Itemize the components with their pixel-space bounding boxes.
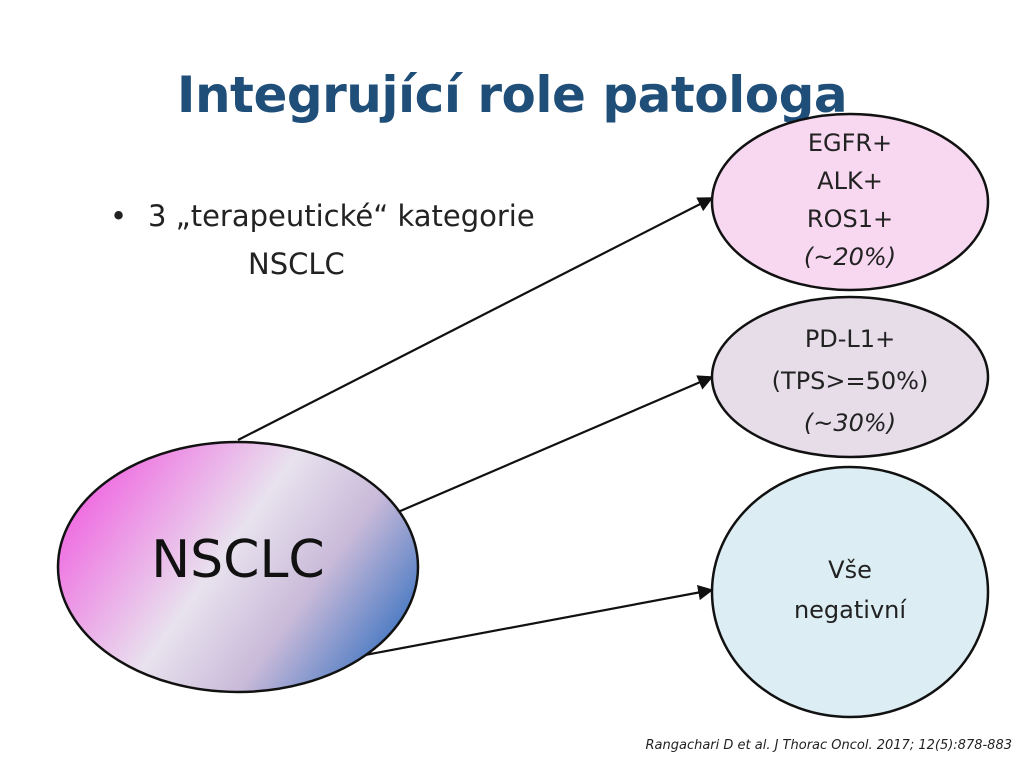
- node-egfr-text: EGFR+ ALK+ ROS1+ (~20%): [712, 124, 988, 276]
- node-nsclc-label: NSCLC: [151, 530, 325, 590]
- arrow-to-negative: [364, 584, 714, 657]
- arrow-to-egfr: [237, 197, 714, 441]
- node-egfr-line: EGFR+: [807, 129, 893, 157]
- node-negative-line-2: negativní: [793, 596, 907, 624]
- node-nsclc: [56, 440, 420, 694]
- node-tps-line: (TPS>=50%): [771, 367, 929, 395]
- node-ros1-line: ROS1+: [806, 205, 894, 233]
- node-egfr-percent: (~20%): [803, 243, 897, 271]
- node-pdl1-percent: (~30%): [803, 409, 897, 437]
- node-pdl1-text: PD-L1+ (TPS>=50%) (~30%): [712, 318, 988, 444]
- node-pdl1-line: PD-L1+: [804, 325, 896, 353]
- node-alk-line: ALK+: [817, 167, 883, 195]
- citation: Rangachari D et al. J Thorac Oncol. 2017…: [645, 738, 1012, 753]
- arrow-to-pdl1: [397, 375, 714, 514]
- bullet-text: 3 „terapeutické“ kategorie: [148, 199, 535, 233]
- bullet-line-1: • 3 „terapeutické“ kategorie: [110, 192, 535, 240]
- node-negative-text: Vše negativní: [712, 550, 988, 630]
- bullet-line-2: NSCLC: [248, 247, 345, 281]
- bullet-dot: •: [110, 199, 128, 233]
- node-pdl1: [710, 295, 990, 459]
- node-negative-line-1: Vše: [828, 556, 872, 584]
- bullet-point: • 3 „terapeutické“ kategorie NSCLC: [110, 192, 535, 288]
- node-all-negative: [710, 465, 990, 719]
- node-egfr-alk-ros1: [710, 112, 990, 292]
- slide-title: Integrující role patologa: [176, 66, 848, 124]
